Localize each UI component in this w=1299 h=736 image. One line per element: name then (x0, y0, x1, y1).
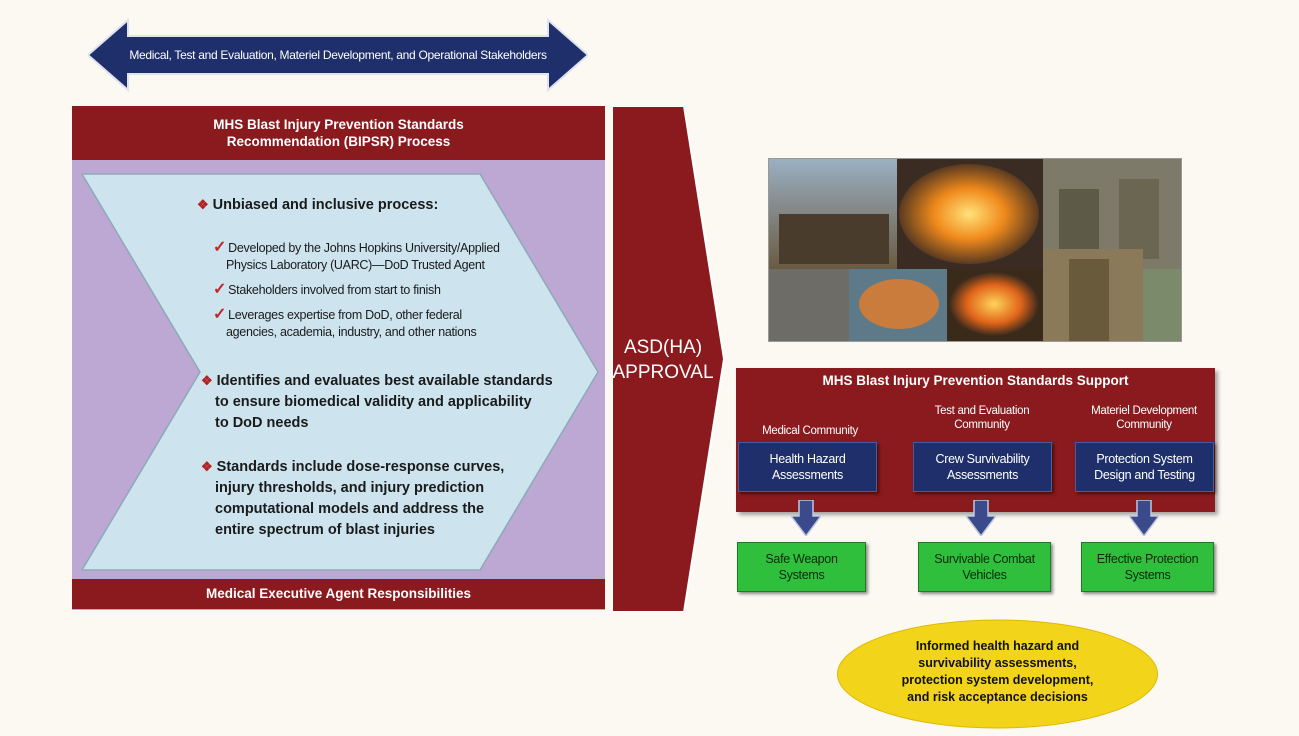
subitem-stakeholders: ✓Stakeholders involved from start to fin… (213, 281, 441, 299)
community-label-line: Medical Community (762, 425, 858, 437)
outcome-line: Systems (1124, 568, 1171, 582)
diamond-bullet-icon: ❖ (197, 197, 209, 212)
community-label-line: Test and Evaluation (934, 405, 1030, 417)
approval-line1: ASD(HA) (623, 337, 703, 358)
bipsr-header-line1: MHS Blast Injury Prevention Standards (213, 117, 464, 132)
stakeholders-label: Medical, Test and Evaluation, Materiel D… (129, 48, 547, 62)
approval-arrow (612, 106, 724, 612)
bullet-unbiased-process: ❖Unbiased and inclusive process: (197, 194, 438, 216)
bipsr-chevron (80, 173, 599, 571)
stakeholders-double-arrow (88, 18, 588, 92)
community-label-line: Community (954, 419, 1010, 431)
subitem-line: agencies, academia, industry, and other … (226, 325, 477, 339)
activity-line: Protection System (1096, 452, 1193, 466)
activity-line: Crew Survivability (935, 452, 1030, 466)
outcome-line: Systems (778, 568, 825, 582)
down-arrow-icon (1129, 500, 1159, 536)
outcome-line: Effective Protection (1096, 552, 1199, 566)
subitem-developed-by: ✓Developed by the Johns Hopkins Universi… (213, 239, 500, 274)
bullet-line: entire spectrum of blast injuries (215, 522, 435, 538)
diamond-bullet-icon: ❖ (201, 373, 213, 388)
community-label-medical: Medical Community (745, 424, 875, 438)
result-line: and risk acceptance decisions (907, 690, 1088, 704)
activity-line: Assessments (946, 468, 1019, 482)
diamond-bullet-icon: ❖ (201, 459, 213, 474)
outcome-line: Vehicles (962, 568, 1007, 582)
down-arrow-icon (966, 500, 996, 536)
bipsr-header: MHS Blast Injury Prevention Standards Re… (72, 106, 605, 160)
bullet-line: to ensure biomedical validity and applic… (215, 394, 532, 410)
result-line: protection system development, (901, 673, 1094, 687)
support-title: MHS Blast Injury Prevention Standards Su… (822, 373, 1129, 388)
result-text: Informed health hazard and survivability… (855, 638, 1140, 706)
subitem-line: Physics Laboratory (UARC)—DoD Trusted Ag… (226, 258, 485, 272)
checkmark-icon: ✓ (213, 239, 227, 256)
approval-label: ASD(HA) APPROVAL (612, 335, 714, 385)
community-label-line: Community (1116, 419, 1172, 431)
outcome-line: Safe Weapon (765, 552, 838, 566)
result-line: survivability assessments, (918, 656, 1077, 670)
subitem-line: Leverages expertise from DoD, other fede… (228, 308, 462, 322)
bullet-identifies-evaluates: ❖Identifies and evaluates best available… (201, 370, 553, 434)
checkmark-icon: ✓ (213, 281, 227, 298)
checkmark-icon: ✓ (213, 306, 227, 323)
activity-line: Assessments (771, 468, 843, 482)
community-label-materiel: Materiel Development Community (1074, 404, 1214, 432)
down-arrow-icon (791, 500, 821, 536)
bullet-standards-include: ❖Standards include dose-response curves,… (201, 456, 504, 541)
bipsr-footer: Medical Executive Agent Responsibilities (72, 579, 605, 609)
bullet-line: to DoD needs (215, 415, 309, 431)
community-label-test-evaluation: Test and Evaluation Community (912, 404, 1052, 432)
bullet-line: Identifies and evaluates best available … (216, 373, 553, 389)
outcome-line: Survivable Combat (934, 552, 1035, 566)
bipsr-header-line2: Recommendation (BIPSR) Process (226, 134, 451, 149)
subitem-leverages: ✓Leverages expertise from DoD, other fed… (213, 306, 477, 341)
bullet-line: computational models and address the (215, 501, 485, 517)
bullet-text: Unbiased and inclusive process: (212, 197, 439, 213)
result-line: Informed health hazard and (915, 639, 1080, 653)
result-ellipse (837, 619, 1158, 729)
subitem-line: Stakeholders involved from start to fini… (228, 283, 441, 297)
subitem-line: Developed by the Johns Hopkins Universit… (228, 241, 500, 255)
military-photo-collage (768, 158, 1182, 342)
bullet-line: injury thresholds, and injury prediction (215, 480, 485, 496)
approval-line2: APPROVAL (612, 362, 714, 383)
community-label-line: Materiel Development (1091, 405, 1197, 417)
activity-line: Design and Testing (1094, 468, 1195, 482)
activity-line: Health Hazard (769, 452, 846, 466)
bullet-line: Standards include dose-response curves, (216, 459, 505, 475)
